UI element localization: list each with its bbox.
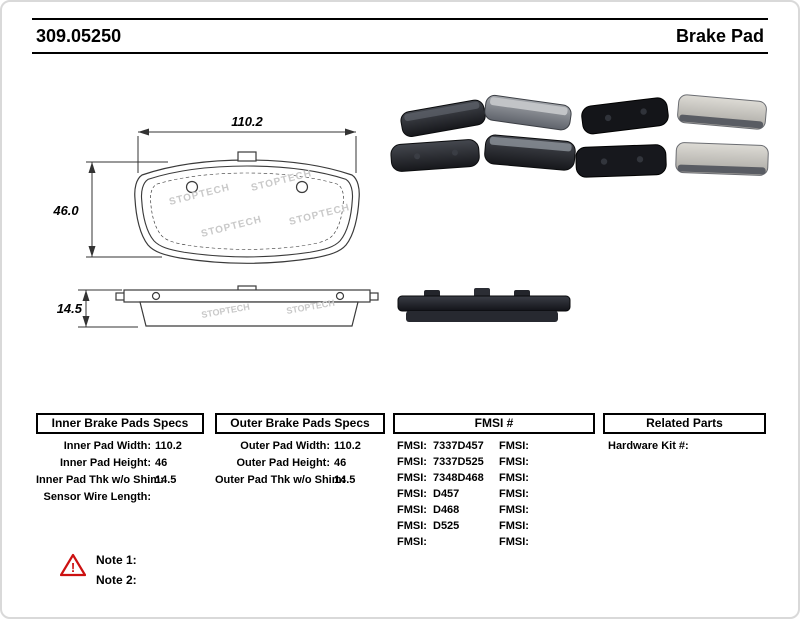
outer-specs-rows: Outer Pad Width: 110.2 Outer Pad Height: 4… <box>215 440 387 491</box>
spec-row: Inner Pad Thk w/o Shim:14.5 <box>36 474 206 491</box>
warning-icon: ! <box>60 553 86 577</box>
fmsi-label: FMSI: <box>397 504 427 516</box>
fmsi-row: FMSI: <box>499 488 535 504</box>
spec-label: Outer Pad Height: <box>236 457 330 469</box>
spec-label: Sensor Wire Length: <box>43 491 151 503</box>
fmsi-value: D468 <box>433 504 460 516</box>
fmsi-row: FMSI: <box>499 472 535 488</box>
front-width-dimension: 110.2 <box>231 114 263 129</box>
watermark: STOPTECH STOPTECH STOPTECH STOPTECH <box>168 168 351 240</box>
fmsi-row: FMSI: D525 <box>397 520 484 536</box>
fmsi-label: FMSI: <box>499 456 529 468</box>
outer-specs-header: Outer Brake Pads Specs <box>215 413 385 434</box>
svg-text:STOPTECH: STOPTECH <box>168 182 231 208</box>
related-parts-rows: Hardware Kit #: <box>608 440 693 457</box>
inner-specs-header: Inner Brake Pads Specs <box>36 413 204 434</box>
fmsi-label: FMSI: <box>499 536 529 548</box>
fmsi-value: 7337D457 <box>433 440 484 452</box>
spec-value: 110.2 <box>155 440 182 452</box>
fmsi-label: FMSI: <box>397 536 427 548</box>
photo-pad-edge-view <box>397 288 571 322</box>
fmsi-row: FMSI: 7337D457 <box>397 440 484 456</box>
side-thickness-dimension: 14.5 <box>57 301 83 316</box>
spec-label: Inner Pad Thk w/o Shim: <box>36 474 164 486</box>
fmsi-label: FMSI: <box>397 456 427 468</box>
product-title: Brake Pad <box>675 26 764 46</box>
spec-value: 46 <box>155 457 168 469</box>
svg-text:STOPTECH: STOPTECH <box>288 202 351 228</box>
fmsi-row: FMSI: D468 <box>397 504 484 520</box>
spec-row: Inner Pad Height: 46 <box>36 457 206 474</box>
related-parts-header: Related Parts <box>603 413 766 434</box>
fmsi-value: 7348D468 <box>433 472 484 484</box>
fmsi-row: FMSI: 7348D468 <box>397 472 484 488</box>
header-rule-bottom <box>32 52 768 54</box>
fmsi-row: FMSI: <box>499 536 535 552</box>
front-view-drawing: STOPTECH STOPTECH STOPTECH STOPTECH 110.… <box>52 114 360 264</box>
spec-label: Outer Pad Width: <box>240 440 330 452</box>
fmsi-value: 7337D525 <box>433 456 484 468</box>
svg-text:!: ! <box>71 560 75 575</box>
fmsi-label: FMSI: <box>499 440 529 452</box>
fmsi-label: FMSI: <box>499 488 529 500</box>
spec-row: Sensor Wire Length: <box>36 491 206 508</box>
related-label: Hardware Kit #: <box>608 440 689 452</box>
header-rule-top <box>32 18 768 20</box>
photo-pads-angled <box>390 94 576 172</box>
spec-row: Outer Pad Thk w/o Shim:14.5 <box>215 474 387 491</box>
spec-value: 46 <box>334 457 347 469</box>
spec-value: 110.2 <box>334 440 361 452</box>
fmsi-label: FMSI: <box>499 520 529 532</box>
inner-specs-rows: Inner Pad Width: 110.2 Inner Pad Height: 4… <box>36 440 206 508</box>
fmsi-row: FMSI: <box>499 520 535 536</box>
fmsi-label: FMSI: <box>499 504 529 516</box>
front-height-dimension: 46.0 <box>52 203 79 218</box>
fmsi-col-2: FMSI: FMSI: FMSI: FMSI: FMSI: FMSI: FMSI… <box>499 440 535 552</box>
spec-value: 14.5 <box>155 474 177 486</box>
photo-pads-front-back <box>575 94 769 178</box>
fmsi-row: FMSI: <box>499 440 535 456</box>
fmsi-row: FMSI: D457 <box>397 488 484 504</box>
spec-label: Outer Pad Thk w/o Shim: <box>215 474 346 486</box>
fmsi-label: FMSI: <box>397 472 427 484</box>
fmsi-row: FMSI: <box>499 504 535 520</box>
related-row: Hardware Kit #: <box>608 440 693 457</box>
svg-text:STOPTECH: STOPTECH <box>200 214 263 240</box>
fmsi-label: FMSI: <box>397 440 427 452</box>
fmsi-row: FMSI: <box>499 456 535 472</box>
note-1: Note 1: <box>96 553 137 567</box>
fmsi-header: FMSI # <box>393 413 595 434</box>
side-view-drawing: STOPTECH STOPTECH 14.5 <box>57 285 379 328</box>
fmsi-value: D525 <box>433 520 460 532</box>
fmsi-col-1: FMSI: 7337D457 FMSI: 7337D525 FMSI: 7348D46… <box>397 440 484 552</box>
spec-row: Outer Pad Height: 46 <box>215 457 387 474</box>
fmsi-value: D457 <box>433 488 460 500</box>
fmsi-label: FMSI: <box>397 520 427 532</box>
part-number: 309.05250 <box>36 26 122 46</box>
fmsi-row: FMSI: 7337D525 <box>397 456 484 472</box>
fmsi-row: FMSI: <box>397 536 484 552</box>
fmsi-label: FMSI: <box>397 488 427 500</box>
spec-row: Outer Pad Width: 110.2 <box>215 440 387 457</box>
spec-label: Inner Pad Width: <box>63 440 151 452</box>
dimension-lines <box>86 131 357 258</box>
spec-value: 14.5 <box>334 474 356 486</box>
spec-label: Inner Pad Height: <box>59 457 151 469</box>
note-2: Note 2: <box>96 573 137 587</box>
spec-row: Inner Pad Width: 110.2 <box>36 440 206 457</box>
fmsi-label: FMSI: <box>499 472 529 484</box>
